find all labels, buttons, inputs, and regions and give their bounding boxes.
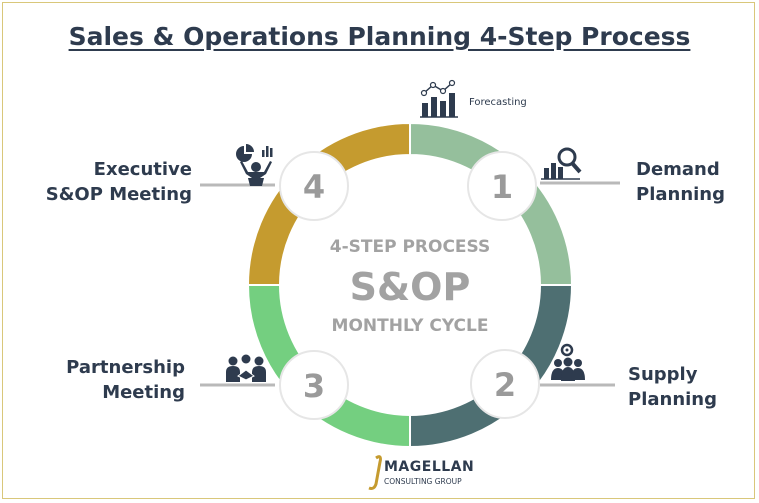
forecast-chart-icon xyxy=(420,79,458,118)
partnership-label-line-2: Meeting xyxy=(102,382,185,403)
center-line-3: MONTHLY CYCLE xyxy=(332,316,489,336)
step-number-3: 3 xyxy=(303,367,325,405)
step-label-executive: Executive S&OP Meeting xyxy=(30,157,192,207)
step-number-1: 1 xyxy=(491,168,513,206)
page-title: Sales & Operations Planning 4-Step Proce… xyxy=(68,22,691,51)
team-gear-icon xyxy=(551,343,585,381)
step-number-2: 2 xyxy=(494,366,516,404)
magellan-logo-icon xyxy=(368,455,382,490)
step-circle-2: 2 xyxy=(470,349,540,419)
supply-label-line-1: Supply xyxy=(628,364,698,385)
handshake-icon xyxy=(226,354,266,382)
step-label-partnership: Partnership Meeting xyxy=(40,355,185,405)
step-circle-1: 1 xyxy=(467,151,537,221)
step-circle-3: 3 xyxy=(279,350,349,420)
executive-chart-icon xyxy=(236,144,273,186)
step-label-supply: Supply Planning xyxy=(628,362,717,412)
supply-label-line-2: Planning xyxy=(628,389,718,410)
demand-analysis-icon xyxy=(541,147,582,180)
step-label-demand: Demand Planning xyxy=(636,157,725,207)
step-circle-4: 4 xyxy=(279,151,349,221)
executive-label-line-2: S&OP Meeting xyxy=(45,184,192,205)
logo-name: MAGELLAN xyxy=(384,459,475,475)
center-line-2: S&OP xyxy=(350,265,471,309)
executive-label-line-1: Executive xyxy=(93,159,192,180)
logo-subtitle: CONSULTING GROUP xyxy=(384,477,462,486)
center-line-1: 4-STEP PROCESS xyxy=(330,237,491,257)
demand-label-line-2: Planning xyxy=(636,184,726,205)
step-number-4: 4 xyxy=(303,168,325,206)
demand-label-line-1: Demand xyxy=(636,159,720,180)
forecasting-label: Forecasting xyxy=(469,97,527,108)
partnership-label-line-1: Partnership xyxy=(66,357,185,378)
